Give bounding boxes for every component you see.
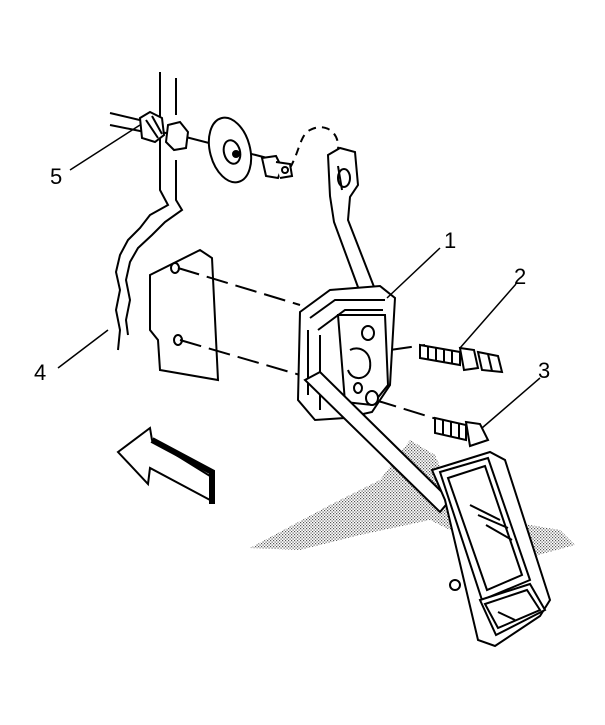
callout-3: 3 (538, 358, 551, 383)
callout-4: 4 (34, 360, 47, 385)
cable-end-fitting (260, 154, 294, 180)
alignment-lines (177, 267, 441, 421)
pedal-arm-upper (326, 146, 378, 300)
callout-1: 1 (444, 228, 457, 253)
pedal-pad (430, 450, 552, 648)
cable-retainer (138, 110, 190, 152)
cable-grommet (207, 116, 253, 184)
dash-panel (114, 72, 184, 351)
callout-5: 5 (50, 164, 63, 189)
leader-lines (57, 124, 541, 429)
dash-bracket (149, 248, 220, 382)
direction-arrow-icon (116, 426, 215, 504)
callout-2: 2 (514, 264, 527, 289)
bolt-item-3 (434, 416, 490, 448)
bolt-item-2 (419, 343, 504, 374)
